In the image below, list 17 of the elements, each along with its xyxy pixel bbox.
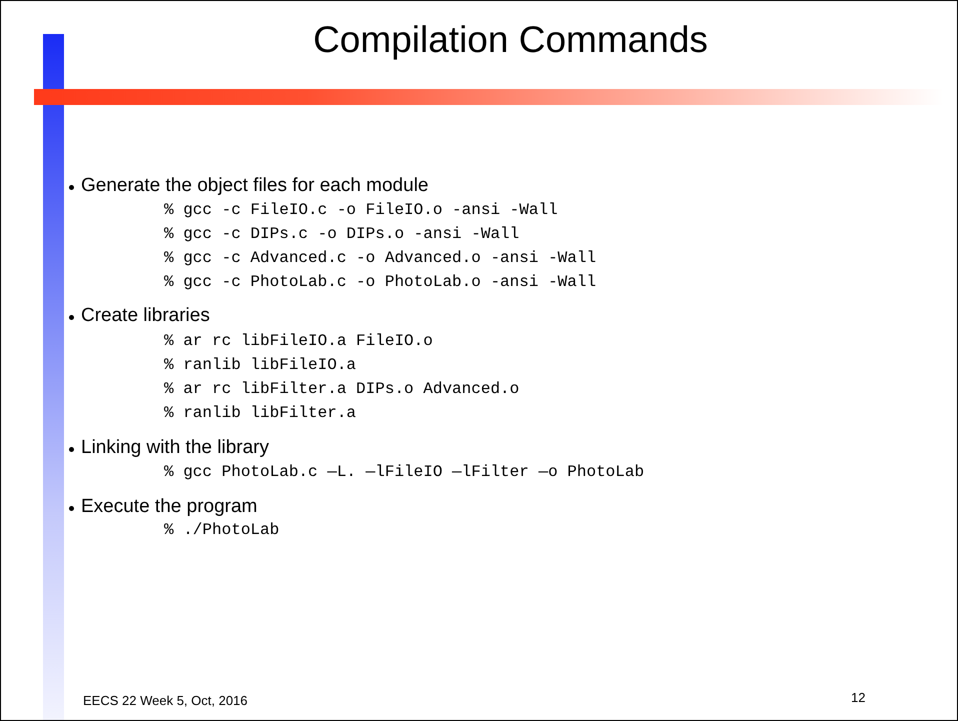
bullet-text: Linking with the library [81, 437, 269, 459]
command-line: % ar rc libFilter.a DIPs.o Advanced.o [164, 380, 520, 398]
bullet-text: Create libraries [81, 305, 210, 327]
command-line: % ./PhotoLab [164, 521, 280, 539]
footer-text: EECS 22 Week 5, Oct, 2016 [83, 693, 248, 708]
command-line: % gcc -c PhotoLab.c -o PhotoLab.o -ansi -Wall [164, 273, 596, 291]
command-line: % ranlib libFilter.a [164, 404, 356, 422]
bullet-text: Execute the program [81, 496, 258, 518]
command-line: % ranlib libFileIO.a [164, 356, 356, 374]
page-number: 12 [851, 690, 866, 705]
command-line: % ar rc libFileIO.a FileIO.o [164, 332, 433, 350]
command-line: % gcc PhotoLab.c —L. —lFileIO —lFilter —o PhotoLab [164, 463, 644, 481]
command-line: % gcc -c Advanced.c -o Advanced.o -ansi -Wall [164, 249, 596, 267]
command-line: % gcc -c FileIO.c -o FileIO.o -ansi -Wall [164, 201, 558, 219]
command-line: % gcc -c DIPs.c -o DIPs.o -ansi -Wall [164, 225, 520, 243]
slide-title: Compilation Commands [312, 19, 709, 61]
bullet-text: Generate the object files for each module [81, 175, 428, 197]
